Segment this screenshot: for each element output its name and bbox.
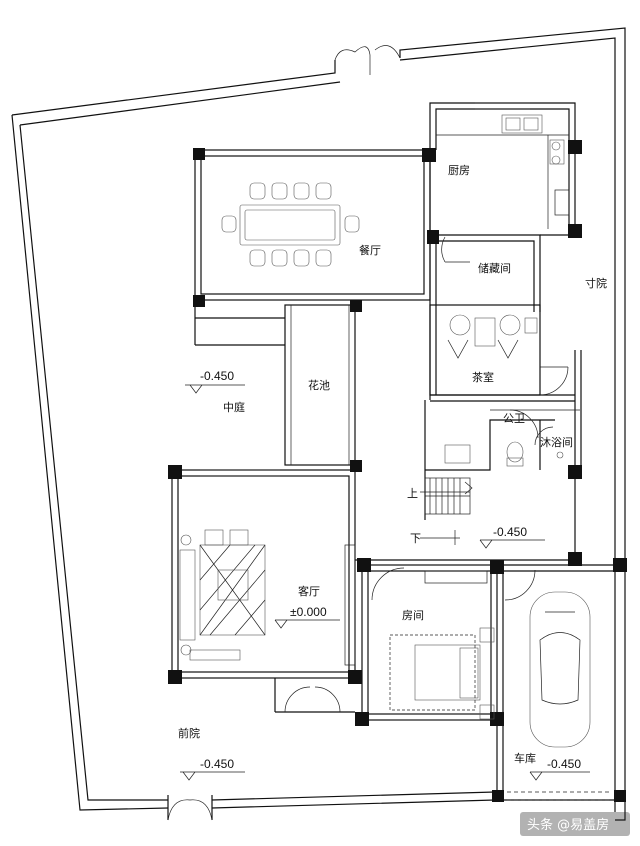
label-storage: 储藏间 <box>478 261 511 275</box>
level-courtyard: -0.450 <box>200 369 234 383</box>
garage-car <box>529 591 591 748</box>
front-gate <box>167 795 213 821</box>
level-hall: -0.450 <box>493 525 527 539</box>
label-front-yard: 前院 <box>178 726 200 740</box>
label-living: 客厅 <box>298 584 320 598</box>
wc-fixtures <box>444 441 564 467</box>
doors <box>284 236 569 713</box>
label-bedroom: 房间 <box>402 609 424 622</box>
label-flower-bed: 花池 <box>308 379 330 392</box>
dining-table <box>221 182 360 267</box>
label-public-wc: 公卫 <box>503 412 525 425</box>
level-living: ±0.000 <box>290 605 327 619</box>
label-side-yard: 寸院 <box>585 276 607 290</box>
bedroom-furniture <box>389 570 495 720</box>
tea-room-fixtures <box>447 314 538 359</box>
stair-down-label: 下 <box>410 532 421 545</box>
level-markers <box>180 384 590 781</box>
kitchen-fixtures <box>436 114 570 229</box>
columns <box>168 140 627 802</box>
watermark-bg <box>520 812 630 836</box>
living-furniture <box>179 529 356 666</box>
boundary-wall <box>11 27 626 821</box>
label-tea-room: 茶室 <box>472 370 494 384</box>
level-front-yard: -0.450 <box>200 757 234 771</box>
label-garage: 车库 <box>514 751 536 765</box>
watermark: 头条 @易盖房 <box>527 817 609 833</box>
label-bath: 沐浴间 <box>540 436 573 449</box>
label-dining: 餐厅 <box>359 243 381 257</box>
staircase <box>420 477 473 545</box>
level-garage: -0.450 <box>547 757 581 771</box>
top-gate <box>334 45 401 75</box>
label-courtyard: 中庭 <box>223 400 245 414</box>
stair-up-label: 上 <box>407 487 418 500</box>
label-kitchen: 厨房 <box>448 164 470 177</box>
building-walls <box>171 102 625 800</box>
